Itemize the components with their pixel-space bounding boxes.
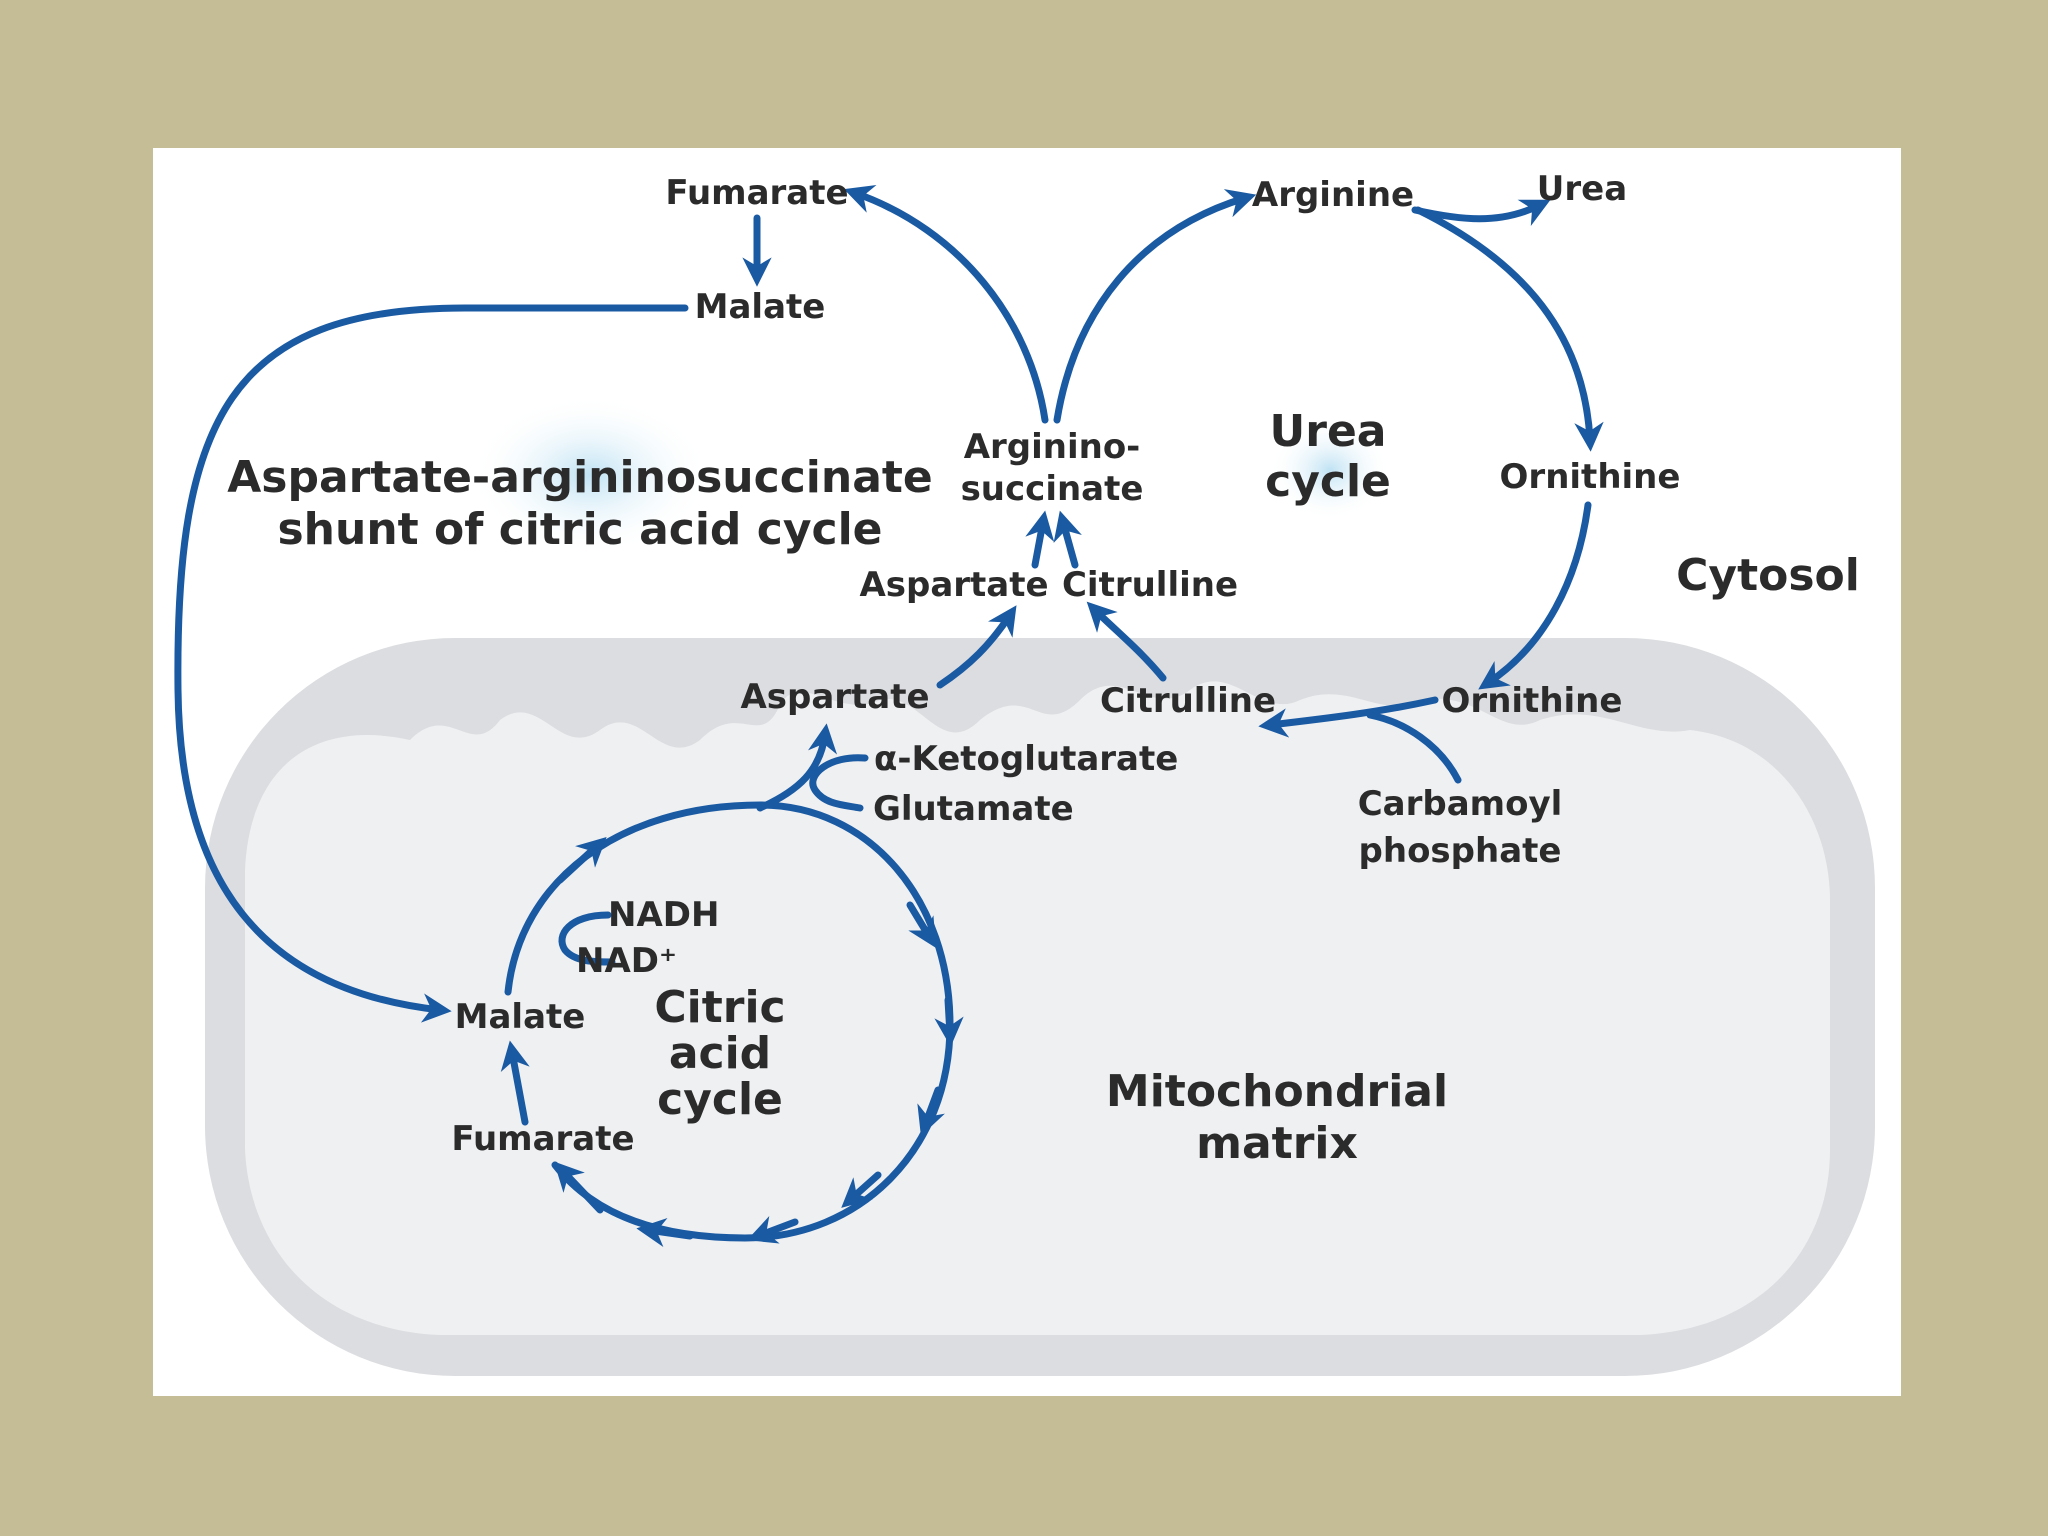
label-nad: NAD⁺ [576, 941, 677, 981]
ring-arrow-6 [747, 1216, 799, 1244]
label-alpha-ketoglutarate: α-Ketoglutarate [874, 739, 1178, 779]
label-urea-cycle-2: cycle [1265, 456, 1391, 507]
arrow-to-arginine [1053, 189, 1257, 424]
ring-arrow-2 [906, 901, 937, 949]
label-arginine: Arginine [1252, 175, 1414, 215]
ring-arrow-5 [841, 1171, 882, 1208]
label-shunt-2: shunt of citric acid cycle [277, 504, 882, 555]
arrow-aspartate-to-argininosuccinate [1025, 510, 1055, 569]
label-glutamate: Glutamate [873, 789, 1074, 829]
ring-arrow-4 [917, 1086, 945, 1137]
mitochondrion [205, 638, 1875, 1376]
label-mito-1: Mitochondrial [1106, 1066, 1448, 1117]
ring-arrow-8 [553, 1161, 604, 1214]
label-urea: Urea [1537, 169, 1627, 209]
label-citric-2: acid [669, 1028, 771, 1079]
ring-arrow-7 [636, 1217, 694, 1248]
label-fumarate-matrix: Fumarate [451, 1119, 634, 1159]
arrow-ketoglutarate-glutamate [809, 754, 869, 812]
arrow-aspartate-up [936, 605, 1017, 689]
diagram-panel: Fumarate Malate Arginine Urea Arginino- … [153, 148, 1901, 1396]
label-citric-3: cycle [657, 1074, 783, 1125]
arrow-to-fumarate [843, 185, 1049, 424]
shunt-glow [470, 395, 710, 555]
label-malate-matrix: Malate [455, 997, 586, 1037]
pathway-arrows [174, 185, 1604, 1248]
label-ornithine-cytosol: Ornithine [1500, 457, 1681, 497]
ring-arrow-1 [556, 837, 607, 884]
arrow-to-ornithine [1414, 206, 1604, 452]
arrow-carbamoyl-join [1366, 711, 1462, 784]
label-mito-2: matrix [1196, 1118, 1358, 1169]
label-cytosol: Cytosol [1676, 550, 1860, 601]
label-nadh: NADH [608, 895, 719, 935]
label-shunt-1: Aspartate-argininosuccinate [227, 452, 933, 503]
arrow-ornithine-to-matrix [1478, 501, 1592, 690]
label-urea-cycle-1: Urea [1270, 406, 1387, 457]
arrow-to-citrulline-matrix [1258, 696, 1439, 738]
label-argininosuccinate-1: Arginino- [964, 427, 1141, 467]
urea-cycle-glow [1270, 420, 1390, 520]
label-citrulline-matrix: Citrulline [1100, 681, 1276, 721]
label-ornithine-matrix: Ornithine [1442, 681, 1623, 721]
label-aspartate-matrix: Aspartate [740, 677, 929, 717]
arrow-citrulline-to-argininosuccinate [1053, 510, 1082, 569]
label-aspartate-cytosol: Aspartate [859, 565, 1048, 605]
label-citrulline-cytosol: Citrulline [1062, 565, 1238, 605]
arrow-to-aspartate-matrix [756, 723, 838, 812]
arrow-fumarate-to-malate-matrix [500, 1040, 530, 1126]
label-malate-top: Malate [695, 287, 826, 327]
ring-arrow-3 [934, 996, 964, 1047]
labels: Fumarate Malate Arginine Urea Arginino- … [227, 169, 1860, 1169]
label-fumarate-top: Fumarate [665, 173, 848, 213]
arrow-malate-to-matrix [174, 304, 689, 1023]
label-argininosuccinate-2: succinate [961, 469, 1144, 509]
label-carbamoyl-2: phosphate [1359, 831, 1562, 871]
arrow-nadh-nad [558, 911, 616, 966]
label-carbamoyl-1: Carbamoyl [1358, 784, 1563, 824]
label-citric-1: Citric [654, 982, 785, 1033]
arrow-citrulline-up [1086, 601, 1167, 682]
